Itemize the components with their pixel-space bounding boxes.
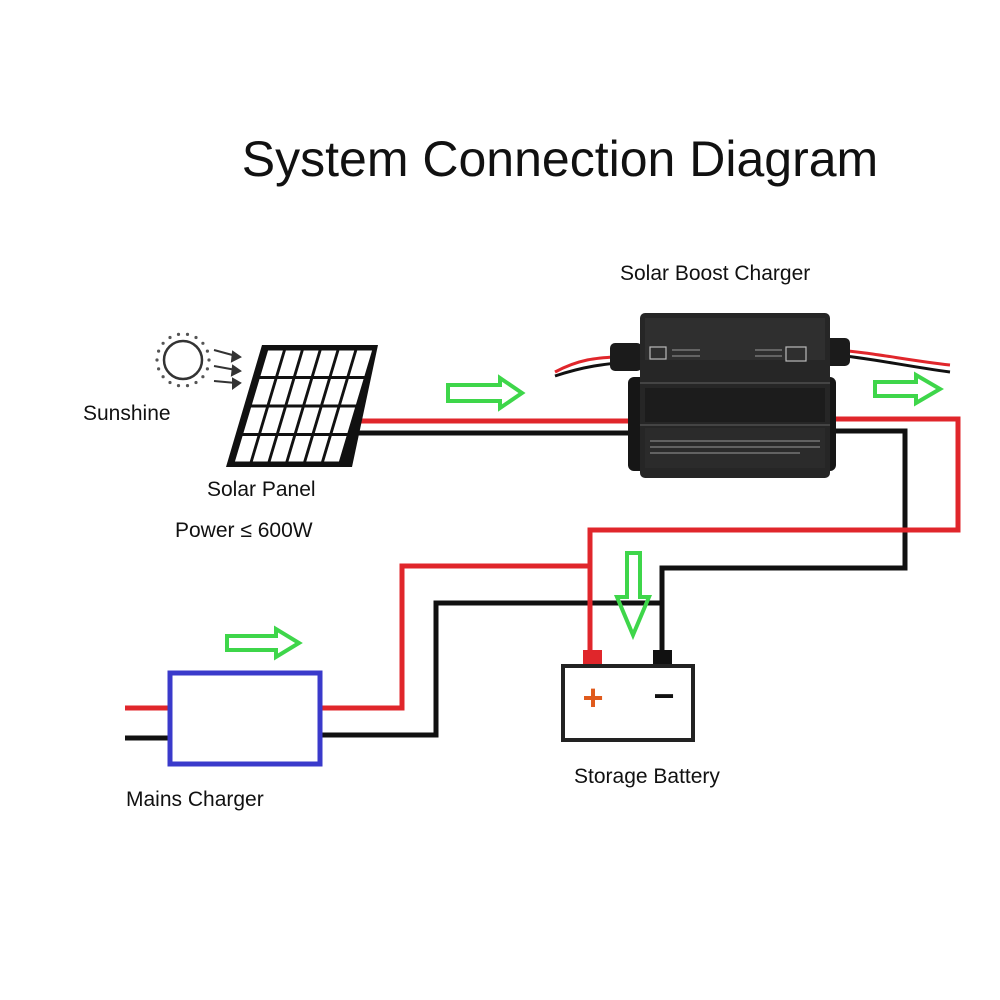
solar-cell (261, 407, 284, 433)
solar-cell (341, 379, 364, 405)
negative-wiring (125, 428, 908, 741)
solar-cell (269, 379, 293, 405)
page-title: System Connection Diagram (241, 131, 879, 187)
solar-cell (313, 350, 337, 376)
solar-cell (251, 379, 275, 405)
charger-to-battery-positive-wire (587, 416, 961, 655)
solar-cell (305, 379, 328, 405)
solar-panel-icon (226, 345, 378, 467)
solar-cell (260, 350, 283, 376)
solar-cell (234, 436, 258, 462)
solar-cell (306, 436, 329, 462)
flow-arrow-mains-charger (225, 625, 303, 661)
solar-panel-label: Solar Panel (207, 478, 316, 501)
solar-cell (279, 407, 302, 433)
solar-cell (349, 350, 373, 376)
boost-charger-label: Solar Boost Charger (620, 262, 811, 285)
mains-to-battery-negative-wire (320, 600, 662, 738)
flow-arrow-charger-output (873, 371, 944, 407)
battery-negative-sign: − (653, 675, 674, 716)
solar-cell (324, 436, 347, 462)
solar-cell (243, 407, 266, 433)
storage-battery-label: Storage Battery (574, 765, 720, 788)
solar-cell (296, 350, 319, 376)
sun-icon (155, 332, 242, 390)
solar-cell (323, 379, 346, 405)
solar-cell (331, 350, 355, 376)
charger-to-battery-negative-wire (659, 428, 908, 660)
battery-body (561, 664, 695, 742)
solar-cell (252, 436, 276, 462)
solar-cell (287, 379, 311, 405)
mains-to-battery-positive-wire (320, 563, 590, 711)
positive-wiring (125, 416, 961, 711)
solar-cell (296, 407, 320, 433)
solar-cell (314, 407, 338, 433)
boost-charger-icon (554, 313, 951, 478)
solar-cell (332, 407, 356, 433)
storage-battery-icon: + − (561, 650, 695, 742)
power-rating-label: Power ≤ 600W (175, 519, 313, 542)
mains-charger-label: Mains Charger (126, 788, 264, 811)
solar-cell (288, 436, 311, 462)
flow-arrow-panel-to-charger (446, 374, 526, 412)
solar-cell (278, 350, 301, 376)
sunshine-label: Sunshine (83, 402, 171, 425)
battery-positive-terminal (583, 650, 602, 666)
mains-charger-box (167, 670, 323, 767)
solar-cell (270, 436, 294, 462)
flow-arrow-to-battery (613, 551, 653, 641)
battery-negative-terminal (653, 650, 672, 666)
battery-positive-sign: + (582, 677, 603, 718)
